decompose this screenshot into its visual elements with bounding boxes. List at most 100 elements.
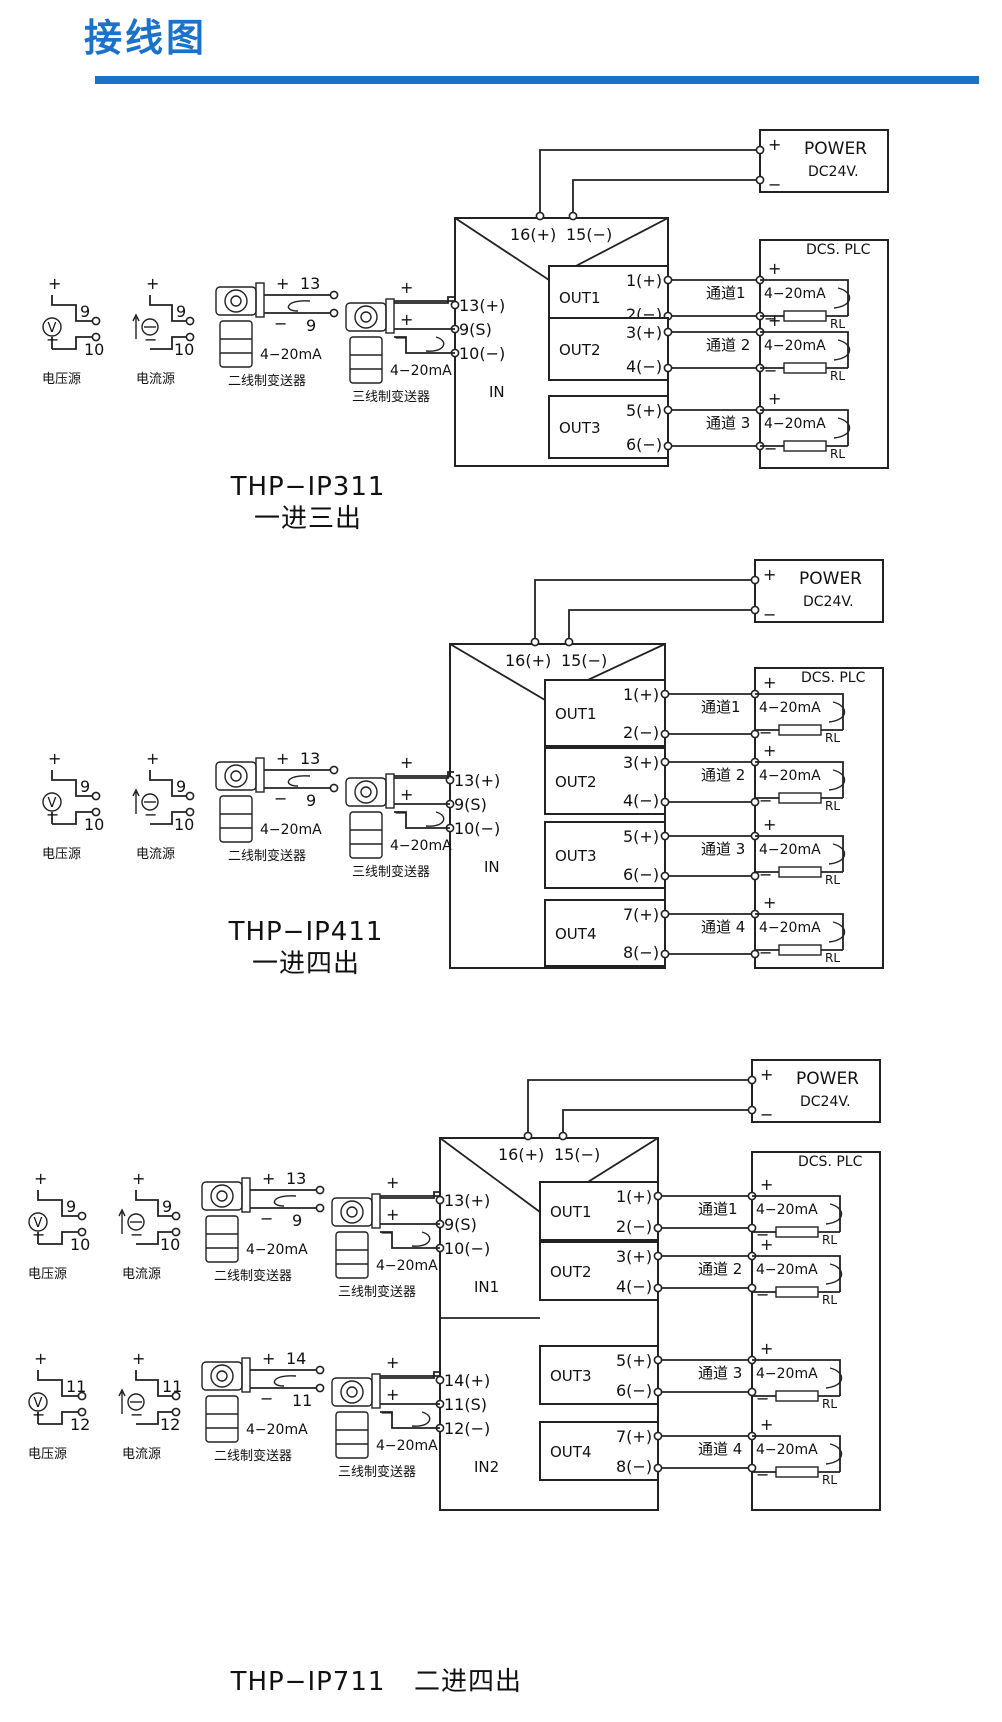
current-source-icon: [127, 1393, 145, 1411]
minus-sign: −: [144, 805, 157, 824]
loop-arrow-icon: [273, 1375, 297, 1387]
wire: [380, 1411, 440, 1429]
wire: [755, 693, 844, 730]
wire: [37, 1190, 78, 1217]
terminal-dot: [91, 791, 101, 801]
plus-sign: +: [760, 1175, 773, 1194]
output-section: [539, 1181, 659, 1241]
output-label: OUT4: [550, 1443, 592, 1461]
three-wire-transmitter-icon: [346, 1386, 358, 1398]
resistor-label: RL: [825, 873, 840, 887]
loop-current-label: 4−20mA: [246, 1422, 308, 1438]
power-voltage: DC24V.: [803, 594, 854, 610]
input-terminal: 11(S): [444, 1395, 487, 1414]
wire: [150, 811, 186, 825]
output-section: [539, 1421, 659, 1481]
output-plus-terminal: 1(+): [623, 685, 659, 704]
loop-arrow-icon: [425, 811, 445, 827]
channel-label: 通道1: [701, 698, 741, 716]
minus-sign: −: [764, 361, 777, 380]
three-wire-transmitter-icon: [371, 1193, 381, 1229]
terminal-dot: [171, 1391, 181, 1401]
two-wire-transmitter-icon: [201, 1181, 243, 1211]
wire: [38, 1411, 78, 1425]
minus-sign: −: [130, 1225, 143, 1244]
voltage-source-glyph: V: [34, 1396, 43, 1411]
loop-arrow-icon: [833, 339, 851, 361]
two-wire-transmitter-icon: [241, 1177, 251, 1213]
current-source-label: 电流源: [136, 847, 175, 862]
wire: [539, 149, 760, 216]
terminal-number: 12: [160, 1415, 180, 1434]
minus-sign: −: [759, 865, 772, 884]
output-label: OUT1: [550, 1203, 592, 1221]
resistor-label: RL: [830, 369, 845, 383]
channel-label: 通道 3: [698, 1364, 742, 1382]
two-wire-transmitter-icon: [255, 757, 265, 793]
minus-sign: −: [764, 309, 777, 328]
loop-arrow-icon: [828, 701, 846, 723]
minus-sign: −: [764, 439, 777, 458]
terminal-number: 13: [286, 1169, 306, 1188]
terminal-number: 9: [80, 777, 90, 796]
power-voltage: DC24V.: [808, 164, 859, 180]
wire: [752, 1195, 841, 1232]
output-plus-terminal: 3(+): [623, 753, 659, 772]
plus-sign: +: [262, 1169, 275, 1188]
terminal-number: 9: [306, 791, 316, 810]
loop-current-label: 4−20mA: [390, 838, 452, 854]
input-terminal: 13(+): [459, 296, 505, 315]
power-supply-box: [759, 129, 889, 193]
minus-sign: −: [759, 791, 772, 810]
two-wire-transmitter-icon: [230, 770, 242, 782]
power-supply-box: [754, 559, 884, 623]
wire: [755, 761, 844, 798]
voltage-source-icon: [42, 317, 62, 337]
wire: [760, 331, 849, 368]
minus-sign: −: [756, 1389, 769, 1408]
terminal-number: 10: [84, 340, 104, 359]
output-minus-terminal: 6(−): [616, 1381, 652, 1400]
terminal-number: 11: [292, 1391, 312, 1410]
plus-sign: +: [760, 1339, 773, 1358]
power-label: POWER: [796, 1069, 859, 1089]
output-minus-terminal: 2(−): [616, 1217, 652, 1236]
output-plus-terminal: 3(+): [626, 323, 662, 342]
three-wire-transmitter-icon: [385, 773, 395, 809]
terminal-dot: [747, 1223, 757, 1233]
power-supply-box: [751, 1059, 881, 1123]
wire: [572, 179, 760, 216]
minus-sign: −: [274, 314, 287, 333]
resistor-label: RL: [822, 1293, 837, 1307]
terminal-number: 9: [176, 302, 186, 321]
terminal-dot: [435, 1195, 445, 1205]
loop-arrow-icon: [411, 1231, 431, 1247]
two-wire-transmitter-icon: [210, 1364, 234, 1388]
terminal-16-label: 16(+): [505, 651, 551, 670]
terminal-dot: [660, 757, 670, 767]
terminal-dot: [329, 783, 339, 793]
terminal-dot: [185, 807, 195, 817]
channel-label: 通道 3: [706, 414, 750, 432]
output-plus-terminal: 7(+): [623, 905, 659, 924]
output-section: [539, 1345, 659, 1405]
minus-sign: −: [46, 805, 59, 824]
arrow-up-icon: [118, 1208, 126, 1217]
terminal-dot: [315, 1185, 325, 1195]
output-section: [548, 395, 669, 459]
input-terminal: 9(S): [444, 1215, 477, 1234]
terminal-dot: [747, 1387, 757, 1397]
terminal-number: 10: [160, 1235, 180, 1254]
terminal-number: 9: [80, 302, 90, 321]
loop-current-label: 4−20mA: [260, 822, 322, 838]
loop-arrow-icon: [411, 1411, 431, 1427]
wire: [136, 1411, 172, 1425]
terminal-dot: [663, 275, 673, 285]
wire: [52, 811, 92, 825]
loop-arrow-icon: [828, 921, 846, 943]
terminal-number: 13: [300, 274, 320, 293]
two-wire-transmitter-icon: [205, 1215, 239, 1263]
minus-sign: −: [759, 943, 772, 962]
output-minus-terminal: 6(−): [623, 865, 659, 884]
plus-sign: +: [262, 1349, 275, 1368]
